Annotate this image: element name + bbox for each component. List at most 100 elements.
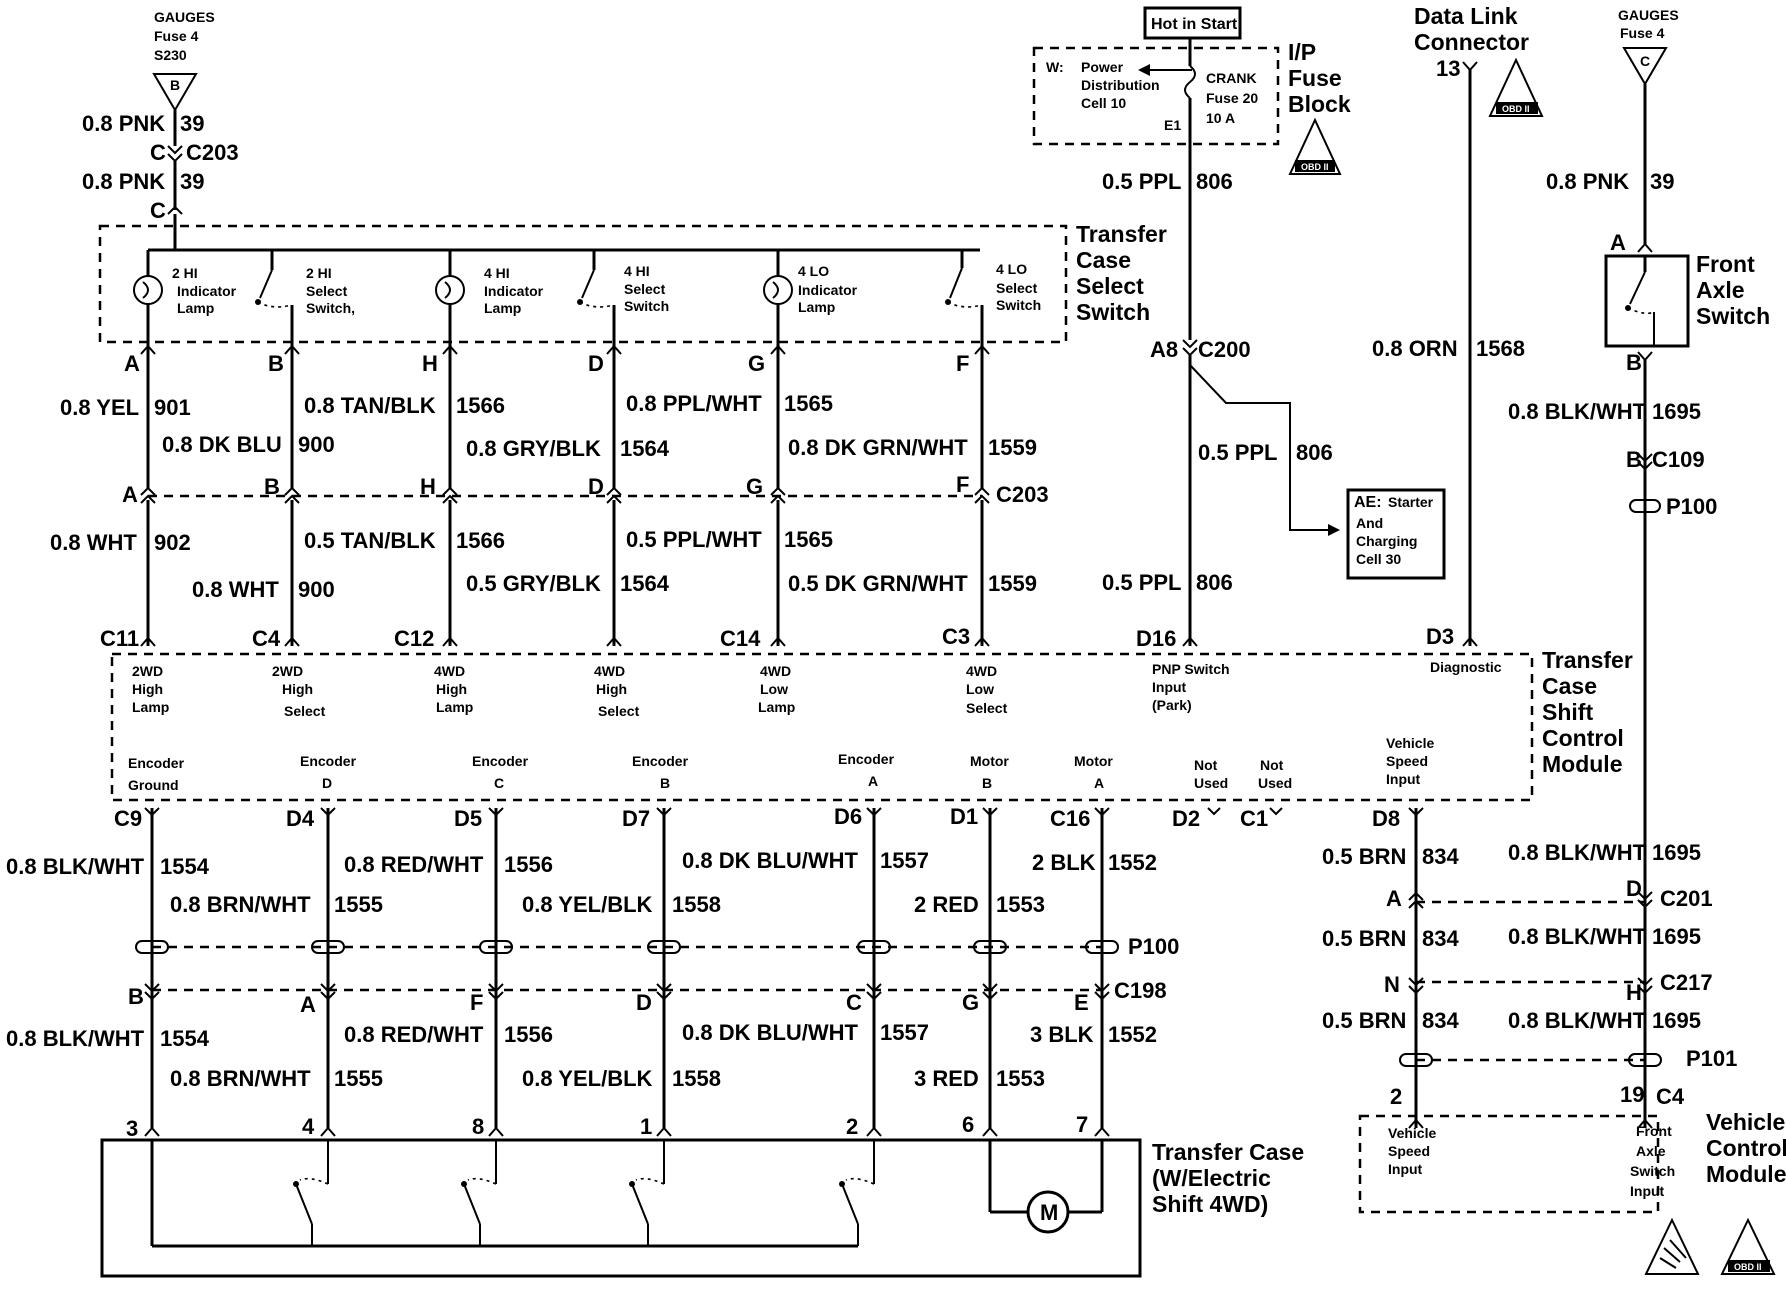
- svg-text:Shift 4WD): Shift 4WD): [1152, 1191, 1268, 1217]
- svg-text:C201: C201: [1660, 886, 1713, 911]
- svg-text:Select: Select: [284, 703, 326, 719]
- svg-text:Module: Module: [1706, 1161, 1786, 1187]
- svg-text:D3: D3: [1426, 624, 1454, 649]
- svg-text:1559: 1559: [988, 435, 1037, 460]
- obd-ii-warning-icon: [1288, 117, 1342, 175]
- svg-text:CRANK: CRANK: [1206, 70, 1257, 86]
- svg-text:Vehicle: Vehicle: [1706, 1109, 1785, 1135]
- svg-text:39: 39: [1650, 169, 1674, 194]
- upper-wire-labels: 0.8 YEL 901 0.8 DK BLU 900 0.8 TAN/BLK 1…: [60, 391, 1037, 461]
- svg-text:2 BLK: 2 BLK: [1032, 850, 1096, 875]
- svg-text:Lamp: Lamp: [177, 300, 214, 316]
- svg-text:Distribution: Distribution: [1081, 77, 1160, 93]
- svg-text:D16: D16: [1136, 626, 1176, 651]
- svg-text:1553: 1553: [996, 892, 1045, 917]
- svg-text:Front: Front: [1696, 251, 1755, 277]
- svg-text:Switch: Switch: [624, 298, 669, 314]
- svg-text:Input: Input: [1152, 679, 1187, 695]
- svg-text:Input: Input: [1386, 771, 1421, 787]
- svg-text:Not: Not: [1194, 757, 1218, 773]
- svg-text:And: And: [1356, 515, 1383, 531]
- svg-text:0.8 DK BLU: 0.8 DK BLU: [162, 432, 282, 457]
- svg-text:Select: Select: [996, 280, 1038, 296]
- circuit-39-1: 39: [180, 111, 204, 136]
- svg-text:0.8 BLK/WHT: 0.8 BLK/WHT: [1508, 840, 1647, 865]
- svg-text:(W/Electric: (W/Electric: [1152, 1165, 1271, 1191]
- svg-text:1566: 1566: [456, 528, 505, 553]
- switch-contact-icon: [1629, 271, 1646, 305]
- svg-text:Select: Select: [598, 703, 640, 719]
- svg-text:0.5 PPL: 0.5 PPL: [1102, 169, 1181, 194]
- svg-text:B: B: [264, 474, 280, 499]
- s230-label: S230: [154, 47, 187, 63]
- svg-text:C217: C217: [1660, 970, 1713, 995]
- svg-text:D: D: [588, 351, 604, 376]
- svg-text:1555: 1555: [334, 892, 383, 917]
- tcss-title-1: Transfer: [1076, 221, 1167, 247]
- svg-text:0.5 DK GRN/WHT: 0.5 DK GRN/WHT: [788, 571, 968, 596]
- tcss-title-2: Case: [1076, 247, 1131, 273]
- svg-text:1552: 1552: [1108, 850, 1157, 875]
- transfer-case-shift-control-module: Transfer Case Shift Control Module C11 C…: [100, 624, 1633, 831]
- svg-text:2: 2: [846, 1114, 858, 1139]
- svg-text:A: A: [868, 773, 878, 789]
- svg-text:F: F: [956, 351, 969, 376]
- svg-text:4WD: 4WD: [434, 663, 465, 679]
- connector-triangle-icon: [1622, 47, 1668, 86]
- svg-text:Speed: Speed: [1386, 753, 1428, 769]
- svg-text:0.8 PNK: 0.8 PNK: [1546, 169, 1629, 194]
- svg-text:0.8 WHT: 0.8 WHT: [50, 530, 137, 555]
- svg-text:4: 4: [302, 1114, 315, 1139]
- svg-text:Control: Control: [1542, 725, 1624, 751]
- svg-text:Module: Module: [1542, 751, 1623, 777]
- svg-text:1557: 1557: [880, 848, 929, 873]
- svg-text:D2: D2: [1172, 806, 1200, 831]
- svg-text:C12: C12: [394, 626, 434, 651]
- svg-text:Motor: Motor: [1074, 753, 1113, 769]
- gauges-fuse-feed: GAUGES Fuse 4 S230 B 0.8 PNK 39 C C203 0…: [82, 9, 239, 250]
- svg-text:A: A: [1094, 775, 1104, 791]
- hot-in-start-label: Hot in Start: [1151, 16, 1238, 33]
- svg-text:Lamp: Lamp: [758, 699, 795, 715]
- bottom-wire-labels: 0.8 BLK/WHT 1554 0.8 BRN/WHT 1555 0.8 RE…: [6, 1020, 1157, 1091]
- switch-contact-icon: [581, 269, 595, 299]
- svg-text:10 A: 10 A: [1206, 110, 1235, 126]
- svg-text:1565: 1565: [784, 527, 833, 552]
- conn-c2-label: C: [150, 198, 166, 223]
- svg-text:Data Link: Data Link: [1414, 3, 1518, 29]
- svg-text:Speed: Speed: [1388, 1143, 1430, 1159]
- svg-text:2 RED: 2 RED: [914, 892, 979, 917]
- svg-text:4 HI: 4 HI: [484, 265, 510, 281]
- svg-text:0.8 GRY/BLK: 0.8 GRY/BLK: [466, 436, 601, 461]
- svg-text:G: G: [748, 351, 765, 376]
- svg-text:Axle: Axle: [1696, 277, 1745, 303]
- svg-text:C4: C4: [252, 626, 281, 651]
- svg-text:0.5 BRN: 0.5 BRN: [1322, 926, 1406, 951]
- encoder-switch-icon: [293, 1140, 329, 1246]
- svg-text:E: E: [1074, 990, 1089, 1015]
- conn-c-label: C: [150, 140, 166, 165]
- circuit-39-2: 39: [180, 169, 204, 194]
- svg-text:834: 834: [1422, 926, 1459, 951]
- fuse4-label: Fuse 4: [154, 28, 199, 44]
- svg-text:W:: W:: [1046, 59, 1064, 75]
- svg-text:0.5 PPL/WHT: 0.5 PPL/WHT: [626, 527, 762, 552]
- encoder-switch-icon: [461, 1140, 497, 1246]
- svg-text:Encoder: Encoder: [838, 751, 895, 767]
- pnp-feed-wire: 0.5 PPL 806 A8 C200 0.5 PPL 806 AE: Star…: [1102, 144, 1446, 647]
- svg-text:C11: C11: [100, 626, 139, 651]
- svg-text:1558: 1558: [672, 1066, 721, 1091]
- obd-ii-warning-icon: OBD II: [1720, 1217, 1776, 1275]
- svg-text:Front: Front: [1636, 1123, 1672, 1139]
- svg-text:1568: 1568: [1476, 336, 1525, 361]
- svg-text:B: B: [982, 775, 992, 791]
- svg-text:I/P: I/P: [1288, 39, 1316, 65]
- wire-color-pnk-1: 0.8 PNK: [82, 111, 165, 136]
- svg-text:H: H: [422, 351, 438, 376]
- encoder-switch-icon: [839, 1140, 875, 1246]
- svg-text:D5: D5: [454, 806, 482, 831]
- svg-text:1554: 1554: [160, 1026, 210, 1051]
- svg-text:0.8 BLK/WHT: 0.8 BLK/WHT: [1508, 399, 1647, 424]
- svg-text:C203: C203: [996, 482, 1049, 507]
